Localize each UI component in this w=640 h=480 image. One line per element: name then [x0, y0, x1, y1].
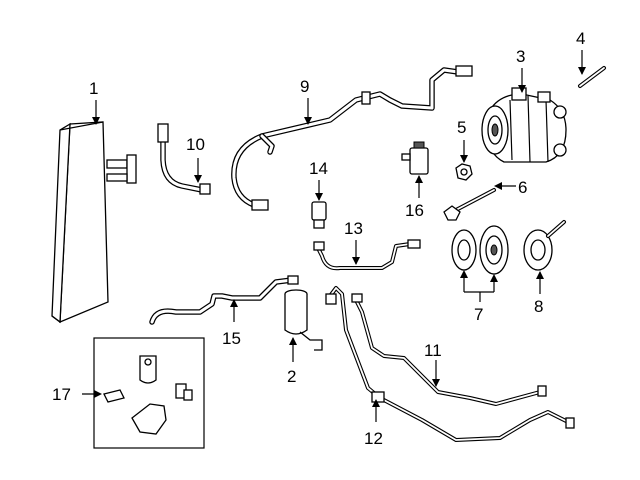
pressure-switch-part-14: [311, 201, 327, 229]
callout-1: 1: [89, 79, 98, 98]
arrow-9: [304, 117, 312, 125]
hose-part-12: [325, 286, 575, 442]
arrow-4: [578, 67, 586, 75]
arrow-5: [460, 155, 468, 163]
callout-8: 8: [534, 297, 543, 316]
callout-11: 11: [424, 341, 442, 360]
callout-7: 7: [474, 305, 483, 324]
arrow-13: [352, 257, 360, 265]
coil-part-8: [523, 220, 566, 271]
callout-15: 15: [222, 329, 241, 348]
callout-10: 10: [186, 135, 205, 154]
arrow-16: [415, 175, 423, 183]
arrow-7b: [490, 274, 498, 282]
callout-13: 13: [344, 219, 363, 238]
arrow-8: [536, 271, 544, 279]
clutch-part-7: [451, 225, 509, 275]
condenser-part-1: [51, 121, 137, 324]
nut-part-5: [455, 163, 473, 181]
arrow-3: [518, 85, 526, 93]
compressor-part-3: [481, 87, 567, 163]
bolt-part-6: [443, 188, 496, 221]
arrow-6: [494, 182, 502, 190]
callout-6: 6: [518, 178, 527, 197]
discharge-hose-part-15: [149, 275, 299, 325]
arrow-11: [432, 379, 440, 387]
callout-5: 5: [457, 118, 466, 137]
arrow-10: [194, 175, 202, 183]
callout-14: 14: [309, 159, 328, 178]
callout-9: 9: [300, 77, 309, 96]
suction-hose-part-9: [231, 65, 473, 211]
hose-part-11: [351, 293, 547, 406]
hose-part-10: [157, 123, 211, 195]
liquid-line-part-13: [313, 239, 421, 271]
arrow-17: [94, 390, 102, 398]
arrow-12: [372, 399, 380, 407]
callout-4: 4: [576, 29, 585, 48]
valve-part-16: [401, 141, 429, 175]
pin-part-4: [578, 66, 606, 88]
callout-12: 12: [364, 429, 383, 448]
callout-16: 16: [405, 201, 424, 220]
callout-17: 17: [52, 385, 71, 404]
arrow-1: [92, 117, 100, 125]
callout-2: 2: [287, 367, 296, 386]
arrow-14: [315, 193, 323, 201]
arrow-2: [289, 337, 297, 345]
hardware-kit-part-17: [93, 337, 205, 449]
callout-3: 3: [516, 47, 525, 66]
arrow-7a: [460, 270, 468, 278]
arrow-15: [230, 299, 238, 307]
accumulator-part-2: [284, 289, 323, 351]
